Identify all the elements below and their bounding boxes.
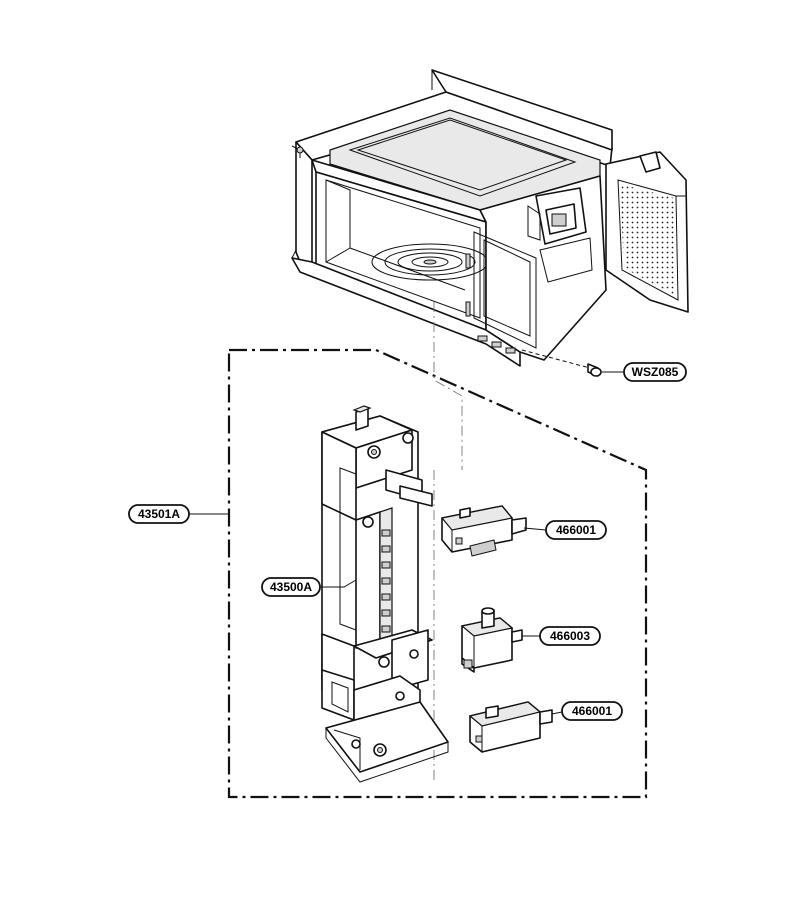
label-pill-switch-bottom [561, 701, 623, 721]
label-pill-switch-top [545, 520, 607, 540]
side-vent-panel [605, 151, 689, 313]
screw-label: WSZ085 [632, 365, 679, 379]
micro-switch-top [440, 505, 527, 557]
latch-holder [321, 405, 449, 783]
switch-middle-label: 466003 [550, 629, 590, 643]
holder-label: 43500A [270, 580, 312, 594]
label-pill-holder [261, 577, 321, 597]
microwave-cavity [291, 69, 689, 367]
component-bracket [527, 187, 593, 283]
label-pill-switch-middle [539, 626, 601, 646]
assembly-label: 43501A [138, 507, 180, 521]
micro-switch-bottom [468, 701, 553, 753]
micro-switch-middle [460, 607, 523, 673]
alignment-axis-upper [433, 302, 463, 470]
label-pill-screw [623, 362, 687, 382]
label-pill-assembly [128, 504, 190, 524]
screw-wsz085 [521, 349, 624, 377]
switch-top-label: 466001 [556, 523, 596, 537]
assembly-boundary [227, 348, 648, 799]
spine-notches [381, 529, 391, 633]
switch-bottom-label: 466001 [572, 704, 612, 718]
